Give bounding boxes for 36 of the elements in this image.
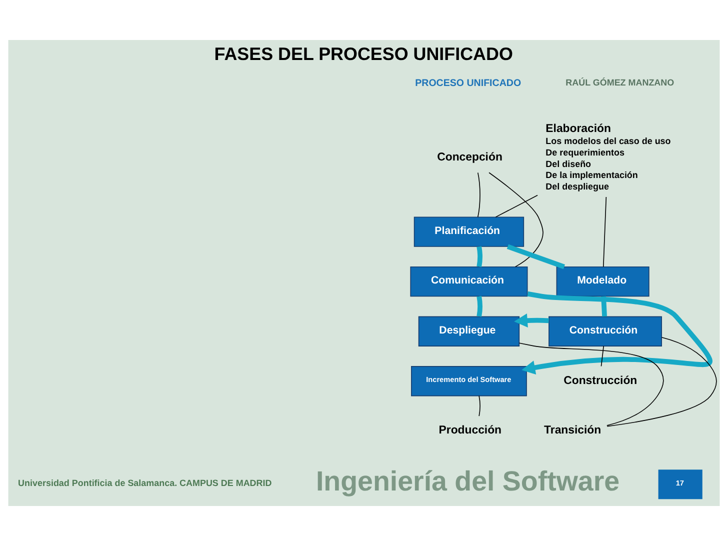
node-text: Transición: [544, 424, 602, 437]
connector: [477, 172, 480, 218]
connector: [476, 246, 482, 268]
arrow: [522, 291, 712, 375]
node-box: Despliegue: [418, 316, 520, 346]
connector: [602, 196, 607, 268]
node-box: Construcción: [548, 316, 662, 346]
label: Universidad Pontificia de Salamanca. CAMPUS DE MADRID: [18, 478, 272, 488]
node-text: Concepción: [437, 152, 502, 164]
label: 17: [676, 478, 684, 488]
connector: [478, 395, 480, 416]
connector: [606, 336, 717, 427]
node-label: Del despliegue: [546, 182, 609, 192]
node-text: Producción: [438, 424, 502, 437]
node-label: Del diseño: [546, 158, 592, 169]
node-box: Planificación: [414, 216, 524, 247]
connector: [601, 296, 607, 317]
node-label: De la implementación: [546, 170, 638, 180]
label: PROCESO UNIFICADO: [415, 78, 522, 89]
label: Ingeniería del Software: [316, 466, 620, 497]
node-box: Incremento del Software: [411, 366, 527, 396]
connector: [600, 346, 604, 367]
diagram-title: FASES DEL PROCESO UNIFICADO: [214, 44, 513, 64]
label: RAÚL GÓMEZ MANZANO: [566, 78, 674, 88]
node-box: Comunicación: [410, 266, 528, 297]
connector: [488, 172, 544, 268]
node-text: Elaboración: [546, 122, 611, 135]
node-label: De requerimientos: [546, 147, 624, 158]
connector: [506, 244, 566, 270]
connector: [495, 194, 538, 218]
connector: [518, 342, 664, 426]
node-text: Construcción: [564, 374, 638, 387]
connector: [476, 296, 482, 317]
arrow: [514, 313, 549, 328]
node-box: Modelado: [556, 266, 650, 297]
node-label: Los modelos del caso de uso: [546, 136, 671, 146]
